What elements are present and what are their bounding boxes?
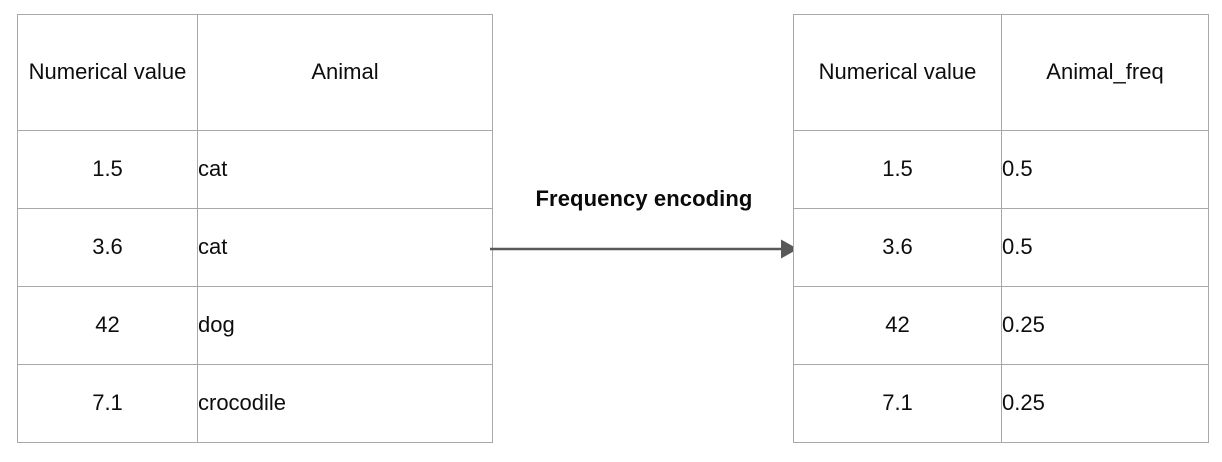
input-cell-numerical-value: 42 — [17, 286, 198, 365]
table-row: 1.5 cat — [17, 130, 493, 209]
input-cell-numerical-value: 1.5 — [17, 130, 198, 209]
table-row: 7.1 0.25 — [793, 364, 1209, 443]
table-header-row: Numerical value Animal — [17, 14, 493, 131]
output-cell-animal-freq: 0.5 — [1001, 130, 1209, 209]
output-cell-numerical-value: 1.5 — [793, 130, 1002, 209]
table-row: 7.1 crocodile — [17, 364, 493, 443]
output-cell-animal-freq: 0.5 — [1001, 208, 1209, 287]
output-cell-numerical-value: 3.6 — [793, 208, 1002, 287]
input-table: Numerical value Animal 1.5 cat 3.6 cat 4… — [17, 14, 493, 443]
input-cell-animal: crocodile — [197, 364, 493, 443]
output-table: Numerical value Animal_freq 1.5 0.5 3.6 … — [793, 14, 1209, 443]
input-cell-animal: dog — [197, 286, 493, 365]
table-header-row: Numerical value Animal_freq — [793, 14, 1209, 131]
input-cell-animal: cat — [197, 208, 493, 287]
output-cell-animal-freq: 0.25 — [1001, 286, 1209, 365]
arrow-right-icon — [490, 239, 798, 259]
table-row: 1.5 0.5 — [793, 130, 1209, 209]
table-row: 42 dog — [17, 286, 493, 365]
input-header-animal: Animal — [197, 14, 493, 131]
input-cell-animal: cat — [197, 130, 493, 209]
arrow-label: Frequency encoding — [535, 186, 753, 211]
output-header-animal-freq: Animal_freq — [1001, 14, 1209, 131]
table-row: 42 0.25 — [793, 286, 1209, 365]
input-cell-numerical-value: 7.1 — [17, 364, 198, 443]
output-cell-animal-freq: 0.25 — [1001, 364, 1209, 443]
output-header-numerical-value: Numerical value — [793, 14, 1002, 131]
input-header-numerical-value: Numerical value — [17, 14, 198, 131]
table-row: 3.6 0.5 — [793, 208, 1209, 287]
transformation-arrow-group: Frequency encoding — [489, 186, 799, 266]
table-row: 3.6 cat — [17, 208, 493, 287]
output-cell-numerical-value: 7.1 — [793, 364, 1002, 443]
input-cell-numerical-value: 3.6 — [17, 208, 198, 287]
output-cell-numerical-value: 42 — [793, 286, 1002, 365]
